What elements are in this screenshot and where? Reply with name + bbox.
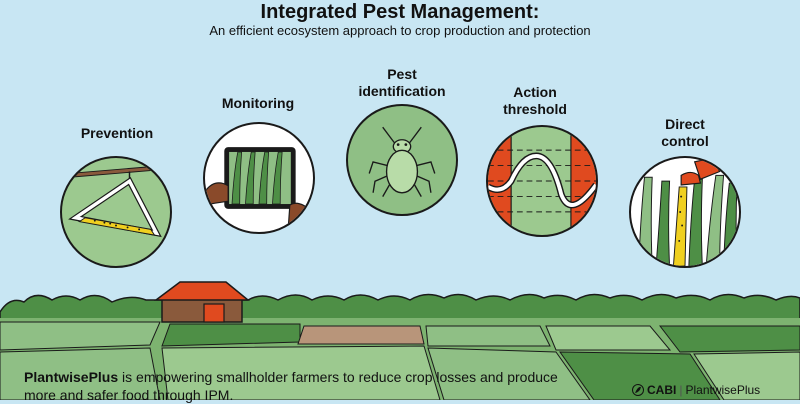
page-subtitle: An efficient ecosystem approach to crop …: [209, 23, 591, 38]
field-2: [161, 323, 301, 347]
footer-message-text: is empowering smallholder farmers to red…: [24, 369, 558, 403]
field-9: [559, 351, 721, 400]
logo-separator: |: [679, 383, 683, 397]
aphid-icon: [368, 126, 436, 197]
spray-icon: [638, 158, 738, 266]
footer-brand: PlantwisePlus: [24, 369, 119, 385]
field-10: [693, 351, 800, 400]
brand-logo: CABI | PlantwisePlus: [632, 383, 760, 397]
field-4: [545, 325, 672, 351]
step-label-prevention: Prevention: [80, 125, 154, 141]
field-5: [658, 325, 800, 353]
step-label-monitoring: Monitoring: [221, 95, 295, 111]
field-1: [0, 321, 161, 351]
monitoring-circle: [203, 122, 315, 234]
plantwiseplus-wordmark: PlantwisePlus: [685, 383, 761, 397]
page-title: Integrated Pest Management:: [260, 1, 540, 23]
footer-message: PlantwisePlus is empowering smallholder …: [24, 368, 584, 404]
field-plowed: [297, 325, 425, 345]
field-6: [0, 347, 161, 400]
barn: [153, 281, 251, 323]
threshold-wave-icon: [488, 127, 596, 235]
pest-identification-circle: [346, 104, 458, 216]
field-3: [425, 325, 551, 347]
sticky-trap-icon: [68, 165, 163, 238]
cabi-wordmark: CABI: [647, 383, 677, 397]
field-8: [427, 347, 591, 400]
tablet-crop-icon: [205, 147, 313, 232]
cabi-leaf-icon: [632, 384, 644, 396]
action-threshold-circle: [486, 125, 598, 237]
field-7: [161, 345, 441, 400]
prevention-circle: [60, 156, 172, 268]
direct-control-circle: [629, 156, 741, 268]
